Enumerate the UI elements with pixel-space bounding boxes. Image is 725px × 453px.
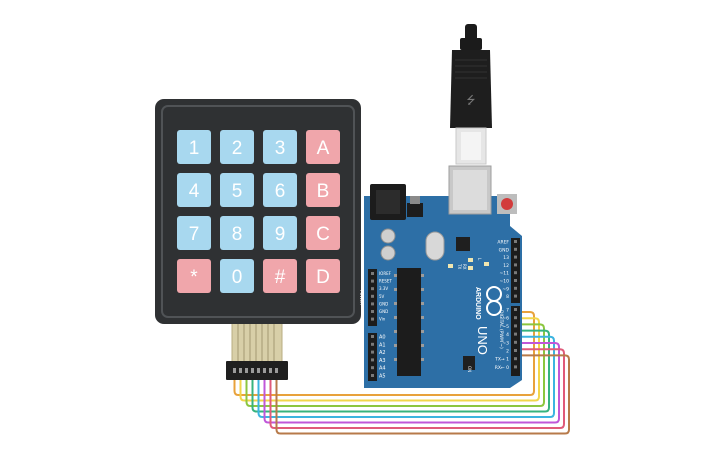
wire-5[interactable]	[257, 335, 555, 418]
keypad-key-label: 7	[189, 224, 200, 245]
led-label-rx: RX	[462, 264, 467, 270]
status-leds	[448, 258, 489, 270]
power-pin-label: IOREF	[379, 271, 392, 276]
digital-caption: DIGITAL (PWM ~)	[498, 310, 504, 349]
board-model: UNO	[475, 326, 490, 355]
digital-pin-label: AREF	[497, 240, 509, 246]
power-pin-label: 5V	[379, 294, 385, 299]
digital-pin-label: ~3	[502, 340, 509, 346]
usb-cable[interactable]: ⭍	[450, 24, 492, 165]
analog-pin-label: A0	[379, 335, 386, 341]
digital-pin-label: 2	[506, 349, 509, 355]
led-label-on: ON	[467, 366, 472, 372]
wire-4[interactable]	[251, 329, 550, 413]
keypad-key-label: 8	[232, 224, 243, 245]
wire-2[interactable]	[239, 317, 540, 402]
keypad-key-label: A	[317, 138, 330, 159]
analog-pin-label: A4	[379, 366, 386, 372]
keypad-key-hash[interactable]: #	[263, 259, 297, 293]
keypad-key-0[interactable]: 0	[220, 259, 254, 293]
power-caption: POWER	[359, 290, 364, 305]
digital-pin-label: ~10	[500, 279, 510, 285]
board-brand: ARDUINO	[474, 287, 481, 320]
digital-pin-label: ~9	[502, 286, 509, 292]
keypad-key-label: #	[275, 267, 286, 288]
digital-pin-label: ~11	[500, 271, 510, 277]
keypad-key-label: 6	[275, 181, 286, 202]
digital-pin-label: 12	[503, 263, 509, 269]
keypad-key-label: *	[190, 267, 198, 288]
led-label-l: L	[477, 258, 482, 261]
wire-6[interactable]	[263, 342, 560, 424]
digital-pin-label: RX← 0	[495, 365, 509, 371]
digital-pin-label: 8	[506, 294, 509, 300]
keypad-key-label: B	[317, 181, 330, 202]
keypad-key-label: 4	[189, 181, 200, 202]
keypad-key-d[interactable]: D	[306, 259, 340, 293]
keypad-key-4[interactable]: 4	[177, 173, 211, 207]
digital-header-high[interactable]	[511, 238, 520, 303]
keypad-key-b[interactable]: B	[306, 173, 340, 207]
keypad-key-label: C	[316, 224, 330, 245]
keypad-key-star[interactable]: *	[177, 259, 211, 293]
keypad-ribbon	[226, 321, 288, 380]
keypad-key-2[interactable]: 2	[220, 130, 254, 164]
keypad-key-c[interactable]: C	[306, 216, 340, 250]
digital-pin-label: 13	[503, 255, 509, 261]
digital-pin-label: 4	[506, 332, 509, 338]
keypad-key-6[interactable]: 6	[263, 173, 297, 207]
power-pin-label: GND	[379, 309, 388, 314]
wire-3[interactable]	[245, 323, 545, 407]
digital-pin-label: 7	[506, 308, 509, 314]
analog-pin-label: A1	[379, 342, 386, 348]
digital-pin-label: GND	[499, 247, 510, 253]
arduino-uno-board[interactable]: TX RX L ON ARDUINO UNO IOREF RESET 3.3V 5V G…	[359, 165, 522, 388]
usb-symbol-icon: ⭍	[466, 94, 475, 107]
digital-pin-label: ~5	[502, 324, 509, 330]
power-pin-label: 3.3V	[379, 286, 388, 291]
power-pin-label: GND	[379, 301, 388, 306]
wire-1[interactable]	[233, 311, 535, 396]
arduino-logo	[486, 286, 502, 316]
wire-8[interactable]	[275, 354, 570, 435]
keypad-key-label: 9	[275, 224, 286, 245]
keypad-key-8[interactable]: 8	[220, 216, 254, 250]
digital-pin-label: ~6	[502, 316, 509, 322]
power-pin-label: RESET	[379, 279, 392, 284]
keypad-keys: 1 2 3 A 4 5 6 B 7 8 9 C * 0 # D	[177, 130, 340, 293]
keypad-key-label: 0	[232, 267, 243, 288]
led-label-tx: TX	[457, 263, 462, 269]
atmega-chip	[397, 268, 421, 376]
keypad-wires	[233, 311, 570, 435]
reset-button[interactable]	[501, 198, 513, 210]
analog-pin-label: A3	[379, 358, 386, 364]
keypad-key-7[interactable]: 7	[177, 216, 211, 250]
keypad-key-label: 3	[275, 138, 286, 159]
analog-pin-label: A5	[379, 374, 386, 380]
digital-pin-label: TX→ 1	[494, 357, 509, 363]
keypad-key-9[interactable]: 9	[263, 216, 297, 250]
wire-7[interactable]	[269, 348, 565, 429]
keypad[interactable]: 1 2 3 A 4 5 6 B 7 8 9 C * 0 # D	[155, 99, 361, 380]
keypad-key-label: 1	[189, 138, 200, 159]
keypad-key-a[interactable]: A	[306, 130, 340, 164]
analog-pin-label: A2	[379, 350, 386, 356]
keypad-key-label: D	[316, 267, 330, 288]
power-pin-label: Vin	[379, 317, 386, 322]
analog-header[interactable]	[368, 333, 377, 381]
keypad-key-5[interactable]: 5	[220, 173, 254, 207]
keypad-key-3[interactable]: 3	[263, 130, 297, 164]
keypad-key-1[interactable]: 1	[177, 130, 211, 164]
keypad-key-label: 2	[232, 138, 243, 159]
keypad-key-label: 5	[232, 181, 243, 202]
